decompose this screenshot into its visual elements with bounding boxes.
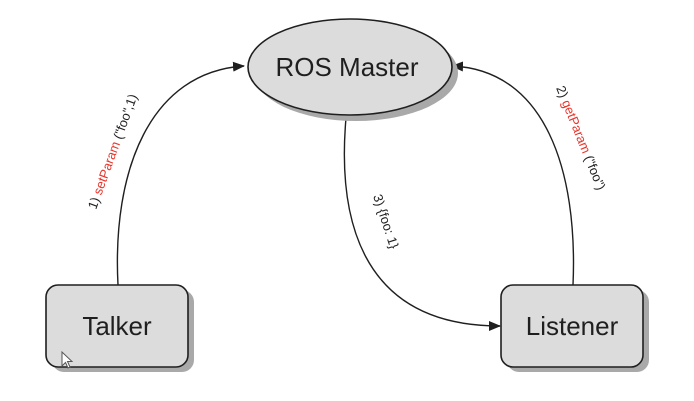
- edge-getparam-label: 2) getParam ("foo"): [553, 84, 609, 193]
- node-ros-master-label: ROS Master: [275, 52, 418, 82]
- mouse-pointer-icon: [61, 350, 74, 369]
- node-listener-label: Listener: [526, 311, 619, 341]
- edge-setparam-args: ("foo",1): [109, 92, 140, 145]
- node-talker: Talker: [45, 284, 194, 372]
- node-ros-master-shape: [247, 18, 453, 116]
- edge-getparam-arrow: [451, 61, 575, 286]
- edge-getparam-args: ("foo"): [580, 150, 609, 192]
- edge-setparam-method: setParam: [90, 139, 123, 196]
- edge-getparam-method: getParam: [559, 98, 594, 156]
- edge-reply-label: 3) {foo: 1}: [370, 192, 402, 251]
- node-listener: Listener: [500, 284, 649, 372]
- edge-setparam-prefix: 1): [85, 192, 104, 211]
- edge-reply-arrow: [343, 117, 501, 331]
- edge-getparam-prefix: 2): [553, 84, 573, 104]
- node-talker-shape: [45, 284, 189, 368]
- node-talker-label: Talker: [82, 311, 152, 341]
- edge-setparam-label: 1) setParam ("foo",1): [85, 92, 141, 211]
- node-listener-shape: [500, 284, 644, 368]
- node-ros-master: ROS Master: [247, 18, 458, 121]
- edge-setparam-arrow: [116, 61, 245, 286]
